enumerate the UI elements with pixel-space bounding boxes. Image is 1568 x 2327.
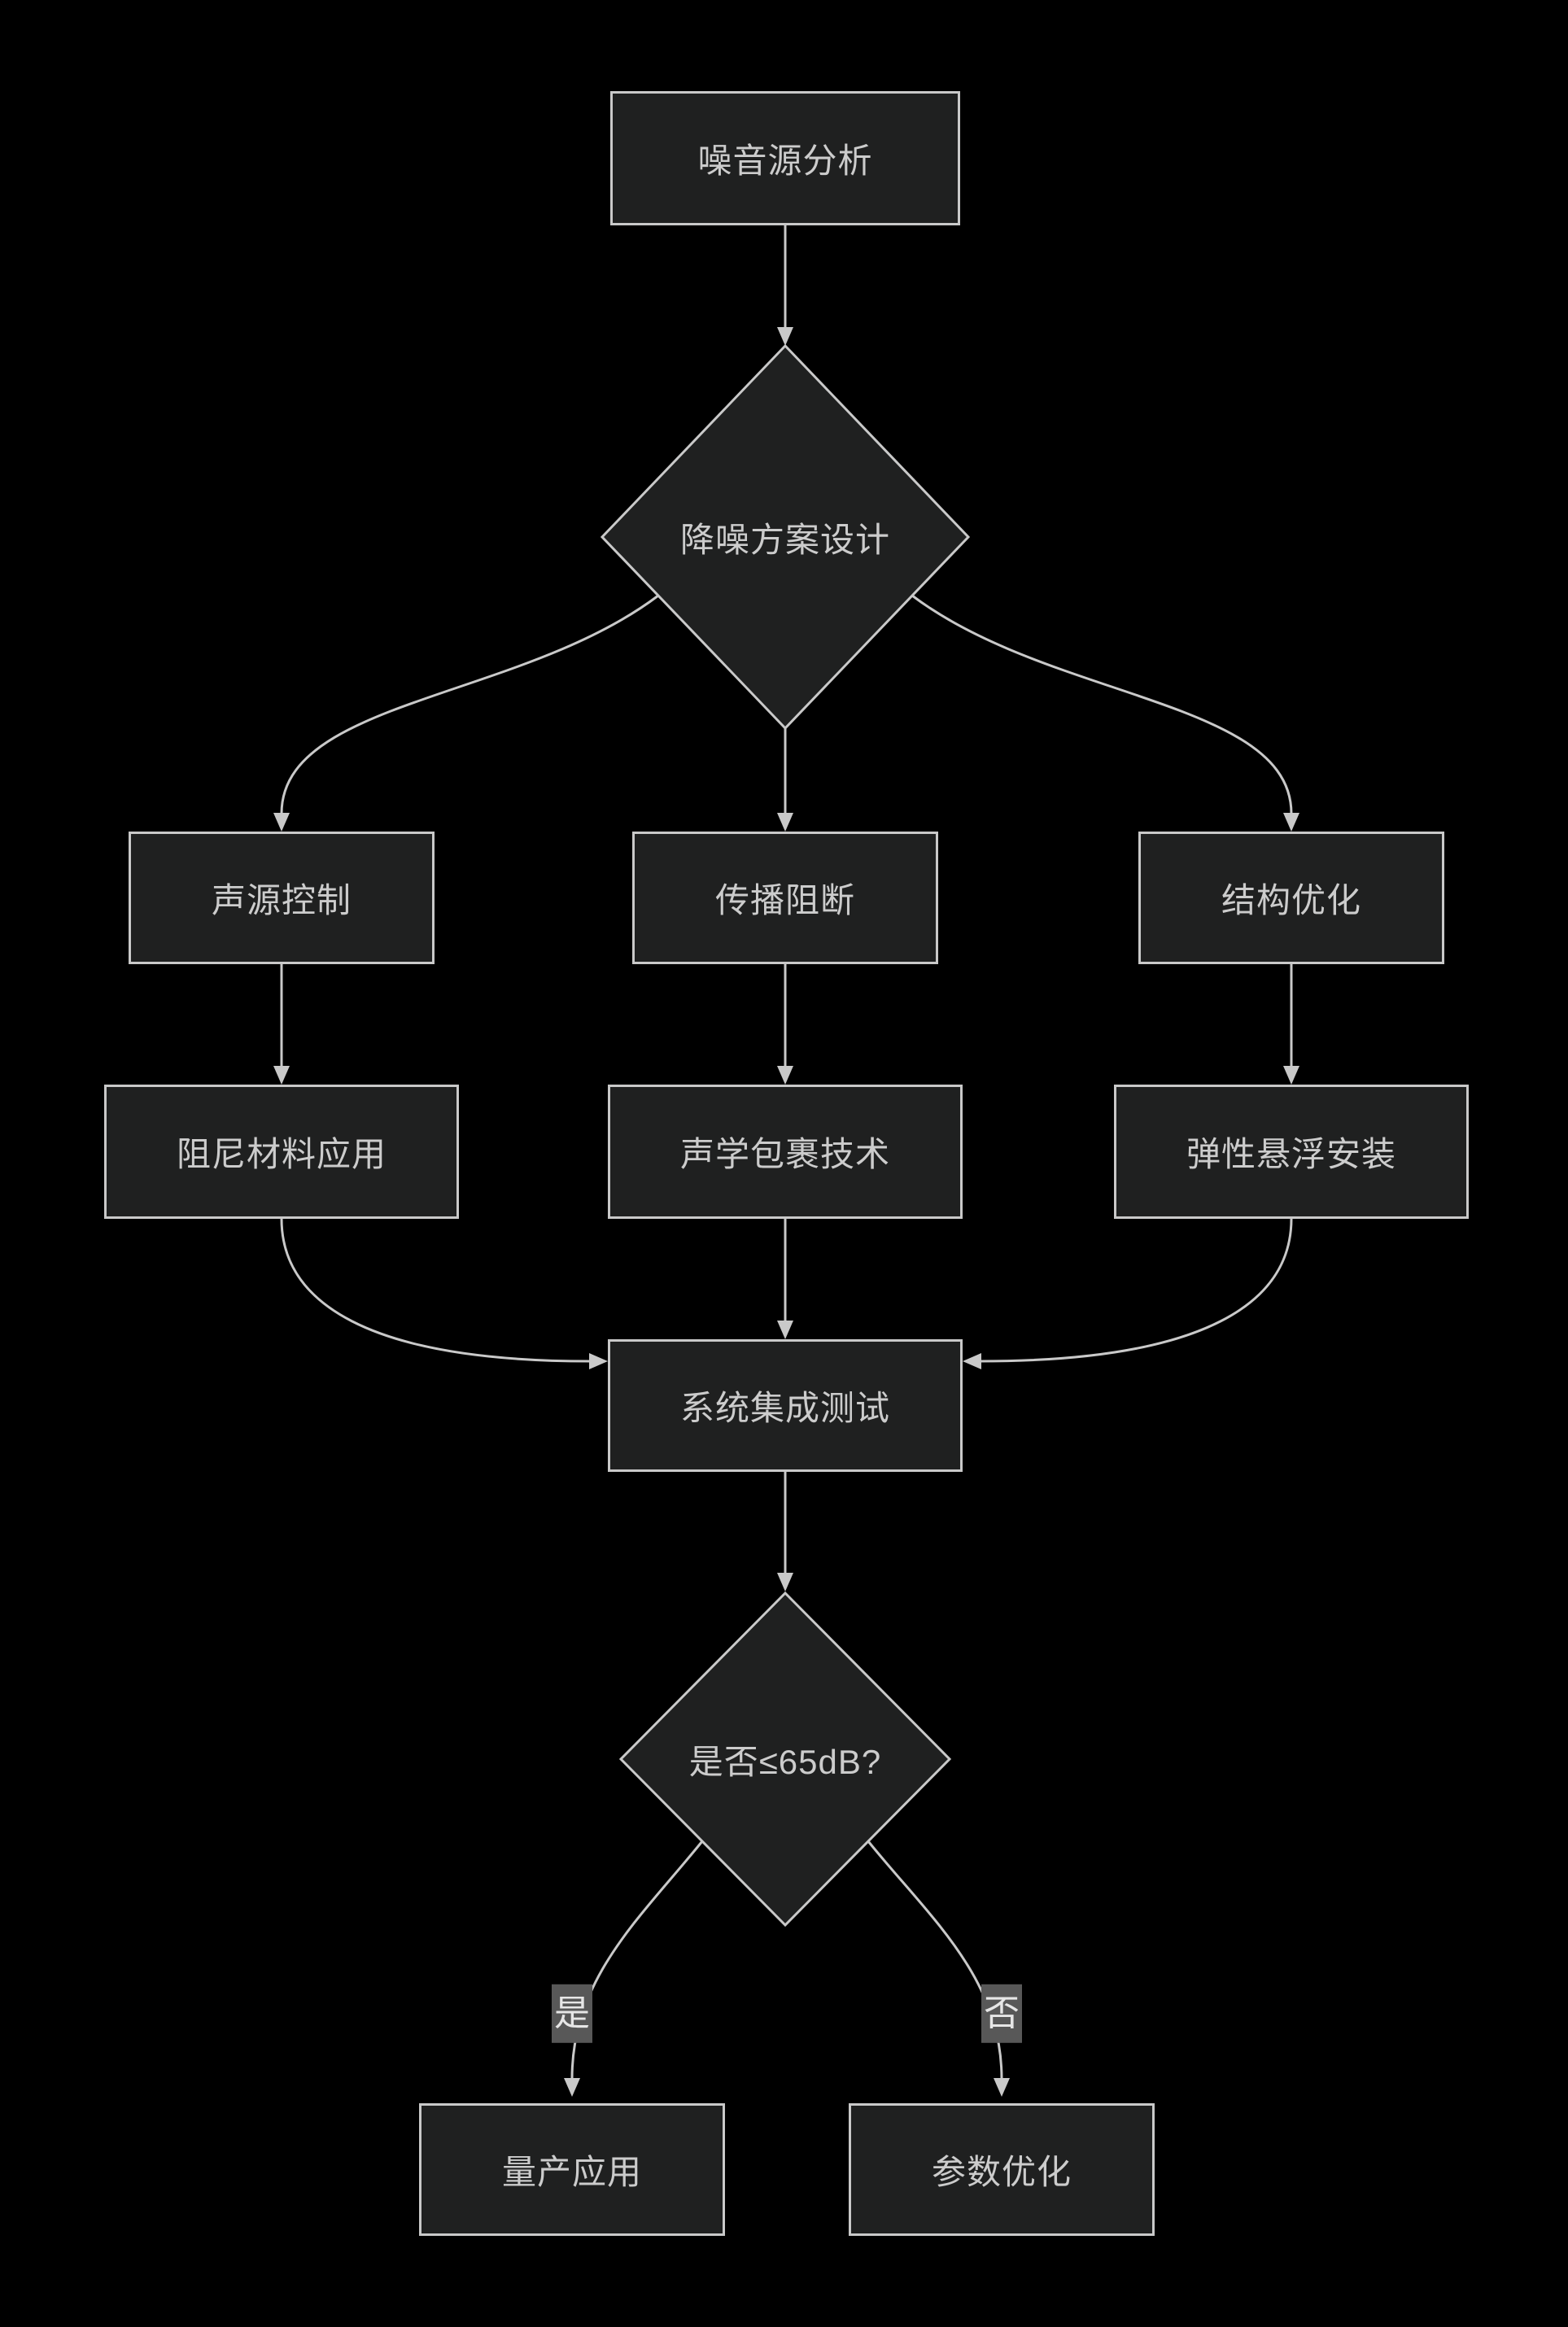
node-elastic-suspension: 弹性悬浮安装: [1114, 1085, 1469, 1219]
node-label: 降噪方案设计: [679, 520, 890, 559]
edge-design-to-source-control: [273, 594, 659, 832]
node-parameter-optimization: 参数优化: [849, 2103, 1155, 2236]
edge-damping-to-integration: [280, 1218, 608, 1369]
node-damping-material: 阻尼材料应用: [104, 1085, 459, 1219]
node-label: 传播阻断: [714, 881, 855, 919]
node-source-control: 声源控制: [129, 832, 435, 964]
diamond-noise-reduction-design: [600, 343, 971, 731]
node-mass-production: 量产应用: [419, 2103, 725, 2236]
node-acoustic-wrapping: 声学包裹技术: [608, 1085, 963, 1219]
edge-label-no: 否: [981, 1984, 1022, 2044]
node-label: 量产应用: [501, 2153, 642, 2191]
diamond-decision-65db: [618, 1591, 952, 1928]
node-label: 系统集成测试: [679, 1389, 890, 1427]
edge-label-yes: 是: [552, 1984, 592, 2044]
node-label: 噪音源分析: [697, 142, 873, 180]
edge-design-to-structure: [911, 594, 1299, 832]
node-label: 弹性悬浮安装: [1186, 1135, 1396, 1173]
node-label: 阻尼材料应用: [176, 1135, 387, 1173]
node-label: 声源控制: [211, 881, 352, 919]
node-structure-optimization: 结构优化: [1138, 832, 1444, 964]
node-label: 声学包裹技术: [679, 1135, 890, 1173]
node-decision-65db-label: 是否≤65dB?: [622, 1710, 948, 1808]
node-label: 参数优化: [931, 2153, 1072, 2191]
node-system-integration-test: 系统集成测试: [608, 1339, 963, 1472]
node-noise-source-analysis: 噪音源分析: [610, 91, 960, 225]
node-label: 是否≤65dB?: [688, 1742, 882, 1781]
node-propagation-blocking: 传播阻断: [632, 832, 938, 964]
node-label: 结构优化: [1221, 881, 1361, 919]
edge-suspension-to-integration: [963, 1218, 1293, 1369]
node-noise-reduction-design-label: 降噪方案设计: [606, 488, 964, 586]
